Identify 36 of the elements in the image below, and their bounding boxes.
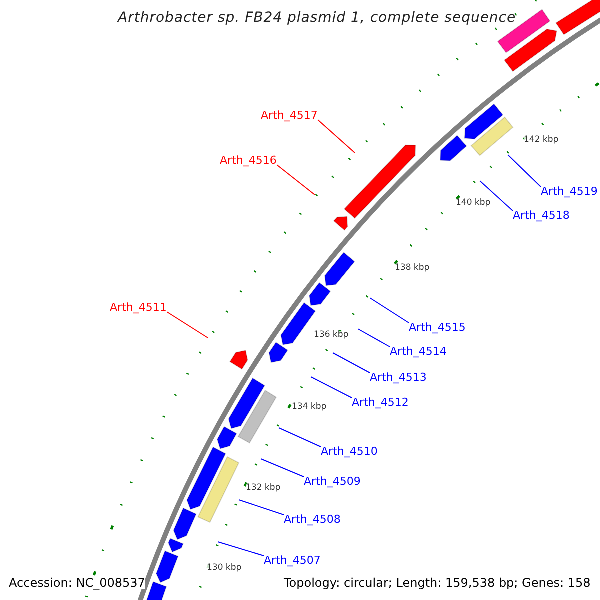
leader-line <box>278 428 322 448</box>
scale-label: 142 kbp <box>524 136 559 144</box>
gene-label: Arth_4512 <box>352 397 409 408</box>
gene-label: Arth_4509 <box>304 476 361 487</box>
gene-label: Arth_4508 <box>284 514 341 525</box>
scale-label: 140 kbp <box>456 199 491 208</box>
gene-label: Arth_4516 <box>220 155 277 166</box>
scale-label: 138 kbp <box>395 264 430 272</box>
leader-line <box>238 500 284 516</box>
gene-label: Arth_4518 <box>513 210 570 221</box>
scale-label: 132 kbp <box>246 484 281 492</box>
map-title: Arthrobacter sp. FB24 plasmid 1, complete sequence <box>118 11 516 25</box>
leader-line <box>166 312 208 338</box>
leader-line <box>480 180 514 212</box>
accession-text: Accession: NC_008537 <box>9 577 146 589</box>
scale-label: 134 kbp <box>292 403 327 412</box>
gene-label: Arth_4513 <box>370 372 427 383</box>
gene-label: Arth_4519 <box>541 186 598 197</box>
leader-line <box>218 542 264 556</box>
gene-label: Arth_4511 <box>110 302 167 313</box>
scale-label: 130 kbp <box>207 564 242 572</box>
summary-text: Topology: circular; Length: 159,538 bp; Genes: 158 <box>284 577 591 589</box>
leader-line <box>358 328 390 348</box>
leader-line <box>370 298 410 324</box>
gene-label: Arth_4514 <box>390 346 447 357</box>
leader-line <box>260 458 304 478</box>
gene-label: Arth_4507 <box>264 555 321 566</box>
gene-label: Arth_4515 <box>409 322 466 333</box>
leader-line <box>318 120 356 154</box>
leader-line <box>310 376 352 398</box>
leader-line <box>276 164 316 196</box>
gene-label: Arth_4517 <box>261 110 318 121</box>
scale-label: 136 kbp <box>314 331 349 340</box>
gene-label: Arth_4510 <box>321 446 378 457</box>
leader-line <box>508 154 542 188</box>
leader-line <box>332 352 370 374</box>
